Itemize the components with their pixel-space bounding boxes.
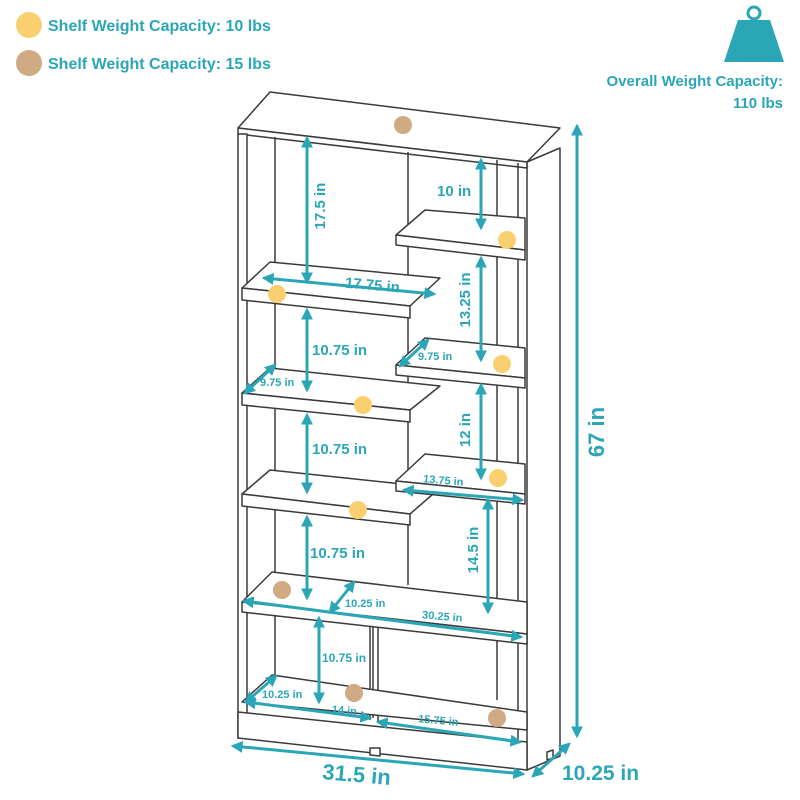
left-clearance-2-label: 10.75 in [312,342,367,359]
right-depth-label: 9.75 in [418,351,453,363]
bottom-depth-label: 10.25 in [345,598,386,610]
weight-marker-15lbs [488,709,506,727]
left-shelf-width-label: 17.75 in [344,275,400,297]
legend-swatch-10lbs [16,12,42,38]
capacity-label: Overall Weight Capacity: [607,73,783,90]
right-clearance-3-label: 12 in [457,413,474,447]
cubby-left-width-label: 14 in [331,704,357,718]
overall-depth-label: 10.25 in [562,762,639,785]
dimension-labels: 67 in 31.5 in 10.25 in 17.5 in 17.75 in … [260,183,639,790]
weight-marker-10lbs [354,396,372,414]
legend-label-15lbs: Shelf Weight Capacity: 15 lbs [48,56,271,73]
cubby-depth-label: 10.25 in [262,689,303,701]
bottom-shelf-width-label: 30.25 in [422,609,464,624]
cubby-right-width-label: 15.75 in [418,713,460,728]
weight-marker-15lbs [394,116,412,134]
bookshelf [237,91,561,771]
capacity-value: 110 lbs [733,95,783,112]
overall-capacity: Overall Weight Capacity: 110 lbs [607,5,784,112]
right-shelf-width-label: 13.75 in [423,473,465,488]
left-clearance-4-label: 10.75 in [310,545,365,562]
legend-swatch-15lbs [16,50,42,76]
right-clearance-2-label: 13.25 in [457,272,474,327]
legend: Shelf Weight Capacity: 10 lbs Shelf Weig… [16,12,271,76]
weight-marker-10lbs [349,501,367,519]
weight-marker-10lbs [489,469,507,487]
weight-marker-10lbs [498,231,516,249]
weight-marker-10lbs [493,355,511,373]
left-clearance-3-label: 10.75 in [312,441,367,458]
left-depth-label: 9.75 in [260,377,295,389]
weight-marker-15lbs [273,581,291,599]
weight-marker-10lbs [268,285,286,303]
legend-label-10lbs: Shelf Weight Capacity: 10 lbs [48,18,271,35]
cubby-clearance-label: 10.75 in [322,651,366,665]
weight-icon [724,5,784,62]
dimension-arrows [230,123,583,780]
right-top-clearance-label: 10 in [437,183,471,200]
weight-marker-15lbs [345,684,363,702]
overall-width-label: 31.5 in [321,759,391,790]
left-top-clearance-label: 17.5 in [312,183,329,230]
right-clearance-4-label: 14.5 in [465,527,482,574]
overall-height-label: 67 in [584,407,609,457]
